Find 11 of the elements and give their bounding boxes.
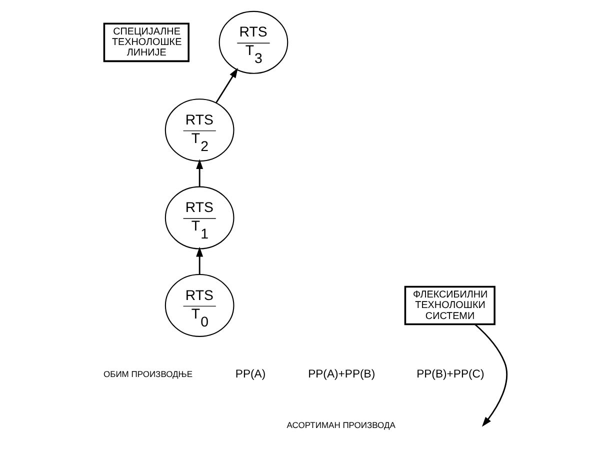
arrow (196, 246, 203, 274)
label: АСОРТИМАН ПРОИЗВОДА (286, 420, 395, 430)
label: ОБИМ ПРОИЗВОДЊЕ (103, 369, 192, 380)
label: PP(A)+PP(B) (308, 368, 375, 381)
arrow (215, 68, 238, 104)
label: PP(B)+PP(C) (416, 368, 484, 381)
node-box: ФЛЕКСИБИЛНИ ТЕХНОЛОШКИ СИСТЕМИ (404, 286, 495, 326)
arrow (196, 159, 203, 187)
arrow (474, 324, 507, 427)
node-box: СПЕЦИЈАЛНЕ ТЕХНОЛОШКЕ ЛИНИЈЕ (102, 22, 189, 62)
label: PP(A) (234, 368, 266, 381)
